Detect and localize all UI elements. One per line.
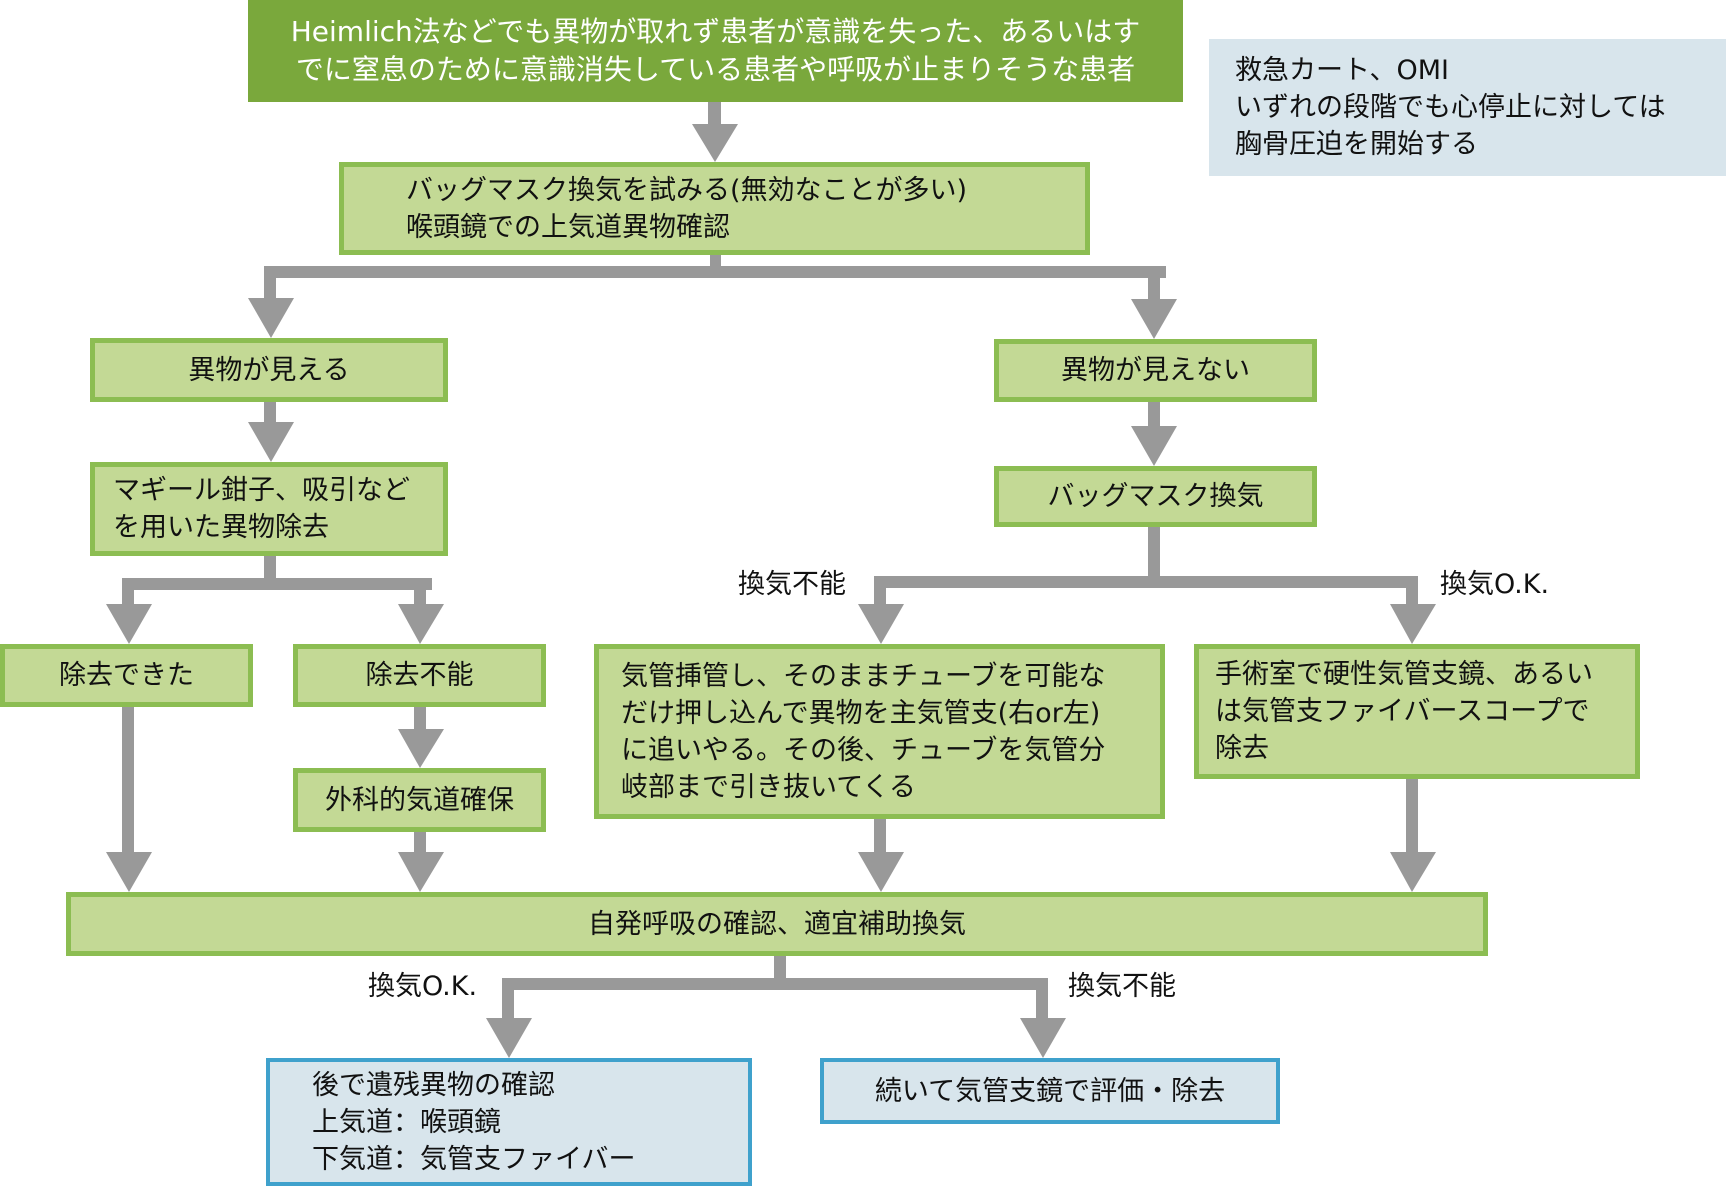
arrow-head (486, 1018, 532, 1058)
connector-line (774, 956, 786, 980)
arrow-head (248, 298, 294, 338)
intubation-line-2: だけ押し込んで異物を主気管支(右or左) (621, 697, 1101, 729)
connector-line (264, 266, 276, 300)
spontaneous-breathing-label: 自発呼吸の確認、適宜補助換気 (588, 908, 966, 940)
outcome-ok-line-2: 上気道：喉頭鏡 (312, 1106, 501, 1138)
connector-line (414, 707, 426, 731)
info-note-line-1: 救急カート、OMI (1235, 55, 1449, 86)
ventilation-fail-label: 換気不能 (738, 569, 846, 600)
intubation-line-1: 気管挿管し、そのままチューブを可能な (621, 660, 1106, 692)
bronchoscopy-line-2: は気管支ファイバースコープで (1215, 696, 1590, 727)
forceps-removal-line-1: マギール鉗子、吸引など (113, 475, 410, 506)
arrow-head (398, 604, 444, 644)
info-note: 救急カート、OMI いずれの段階でも心停止に対しては 胸骨圧迫を開始する (1209, 39, 1726, 176)
outcome-ok-node: 後で遺残異物の確認 上気道：喉頭鏡 下気道：気管支ファイバー (266, 1058, 752, 1186)
connector-line (122, 707, 134, 855)
foreign-body-not-visible-node: 異物が見えない (994, 339, 1317, 402)
connector-line (1406, 779, 1418, 855)
outcome-fail-label-text: 続いて気管支鏡で評価・除去 (874, 1075, 1226, 1107)
arrow-head (106, 604, 152, 644)
connector-line (874, 576, 1418, 588)
connector-line (502, 978, 1048, 990)
connector-line (264, 266, 1166, 278)
foreign-body-visible-label: 異物が見える (188, 354, 350, 386)
outcome-ok-line-3: 下気道：気管支ファイバー (312, 1143, 636, 1175)
intubation-line-3: に追いやる。その後、チューブを気管分 (621, 734, 1106, 766)
arrow-head (1390, 852, 1436, 892)
connector-line (122, 578, 432, 590)
connector-line (264, 402, 276, 424)
connector-line (1406, 576, 1418, 606)
start-line-1: Heimlich法などでも異物が取れず患者が意識を失った、あるいはす (290, 15, 1141, 48)
arrow-head (1131, 299, 1177, 339)
removed-node: 除去できた (0, 644, 253, 707)
arrow-head (1020, 1018, 1066, 1058)
connector-line (1148, 402, 1160, 428)
connector-line (710, 255, 721, 267)
arrow-head (1131, 426, 1177, 466)
connector-line (708, 102, 721, 126)
arrow-head (398, 729, 444, 768)
spontaneous-breathing-node: 自発呼吸の確認、適宜補助換気 (66, 892, 1488, 956)
outcome-fail-label: 換気不能 (1068, 971, 1176, 1002)
connector-line (414, 832, 426, 854)
connector-line (1148, 527, 1160, 582)
not-removed-label: 除去不能 (365, 660, 474, 691)
connector-line (122, 578, 134, 606)
bronchoscopy-node: 手術室で硬性気管支鏡、あるい は気管支ファイバースコープで 除去 (1194, 644, 1640, 779)
forceps-removal-line-2: を用いた異物除去 (113, 512, 329, 543)
outcome-ok-line-1: 後で遺残異物の確認 (312, 1069, 555, 1101)
surgical-airway-node: 外科的気道確保 (293, 768, 546, 832)
info-note-line-2: いずれの段階でも心停止に対しては (1235, 92, 1666, 123)
bronchoscopy-line-3: 除去 (1215, 733, 1269, 764)
connector-line (1148, 266, 1160, 301)
connector-line (502, 978, 514, 1020)
arrow-head (692, 124, 738, 162)
connector-line (874, 576, 886, 606)
bag-mask-trial-line-2: 喉頭鏡での上気道異物確認 (406, 211, 730, 243)
ventilation-ok-label: 換気O.K. (1440, 569, 1550, 600)
connector-line (414, 578, 426, 606)
bag-mask-ventilation-label: バッグマスク換気 (1047, 481, 1264, 512)
connector-line (1036, 978, 1048, 1020)
surgical-airway-label: 外科的気道確保 (325, 784, 514, 816)
forceps-removal-node: マギール鉗子、吸引など を用いた異物除去 (90, 462, 448, 556)
outcome-ok-label: 換気O.K. (368, 971, 478, 1002)
start-line-2: でに窒息のために意識消失している患者や呼吸が止まりそうな患者 (295, 53, 1136, 86)
bag-mask-trial-node: バッグマスク換気を試みる(無効なことが多い) 喉頭鏡での上気道異物確認 (339, 162, 1090, 255)
info-note-line-3: 胸骨圧迫を開始する (1235, 129, 1478, 160)
foreign-body-visible-node: 異物が見える (90, 338, 448, 402)
connector-line (264, 556, 276, 580)
intubation-node: 気管挿管し、そのままチューブを可能な だけ押し込んで異物を主気管支(右or左) … (594, 644, 1165, 819)
arrow-head (1390, 604, 1436, 644)
outcome-fail-node: 続いて気管支鏡で評価・除去 (820, 1058, 1280, 1124)
bag-mask-ventilation-node: バッグマスク換気 (994, 466, 1317, 527)
arrow-head (398, 852, 444, 892)
arrow-head (858, 852, 904, 892)
foreign-body-not-visible-label: 異物が見えない (1061, 355, 1250, 386)
connector-line (874, 819, 886, 855)
intubation-line-4: 岐部まで引き抜いてくる (621, 771, 916, 803)
bag-mask-trial-line-1: バッグマスク換気を試みる(無効なことが多い) (406, 174, 968, 206)
bronchoscopy-line-1: 手術室で硬性気管支鏡、あるい (1215, 659, 1593, 690)
arrow-head (248, 422, 294, 462)
arrow-head (106, 852, 152, 892)
arrow-head (858, 604, 904, 644)
removed-label: 除去できた (59, 660, 194, 691)
start-node: Heimlich法などでも異物が取れず患者が意識を失った、あるいはす でに窒息の… (248, 0, 1183, 102)
not-removed-node: 除去不能 (293, 644, 546, 707)
